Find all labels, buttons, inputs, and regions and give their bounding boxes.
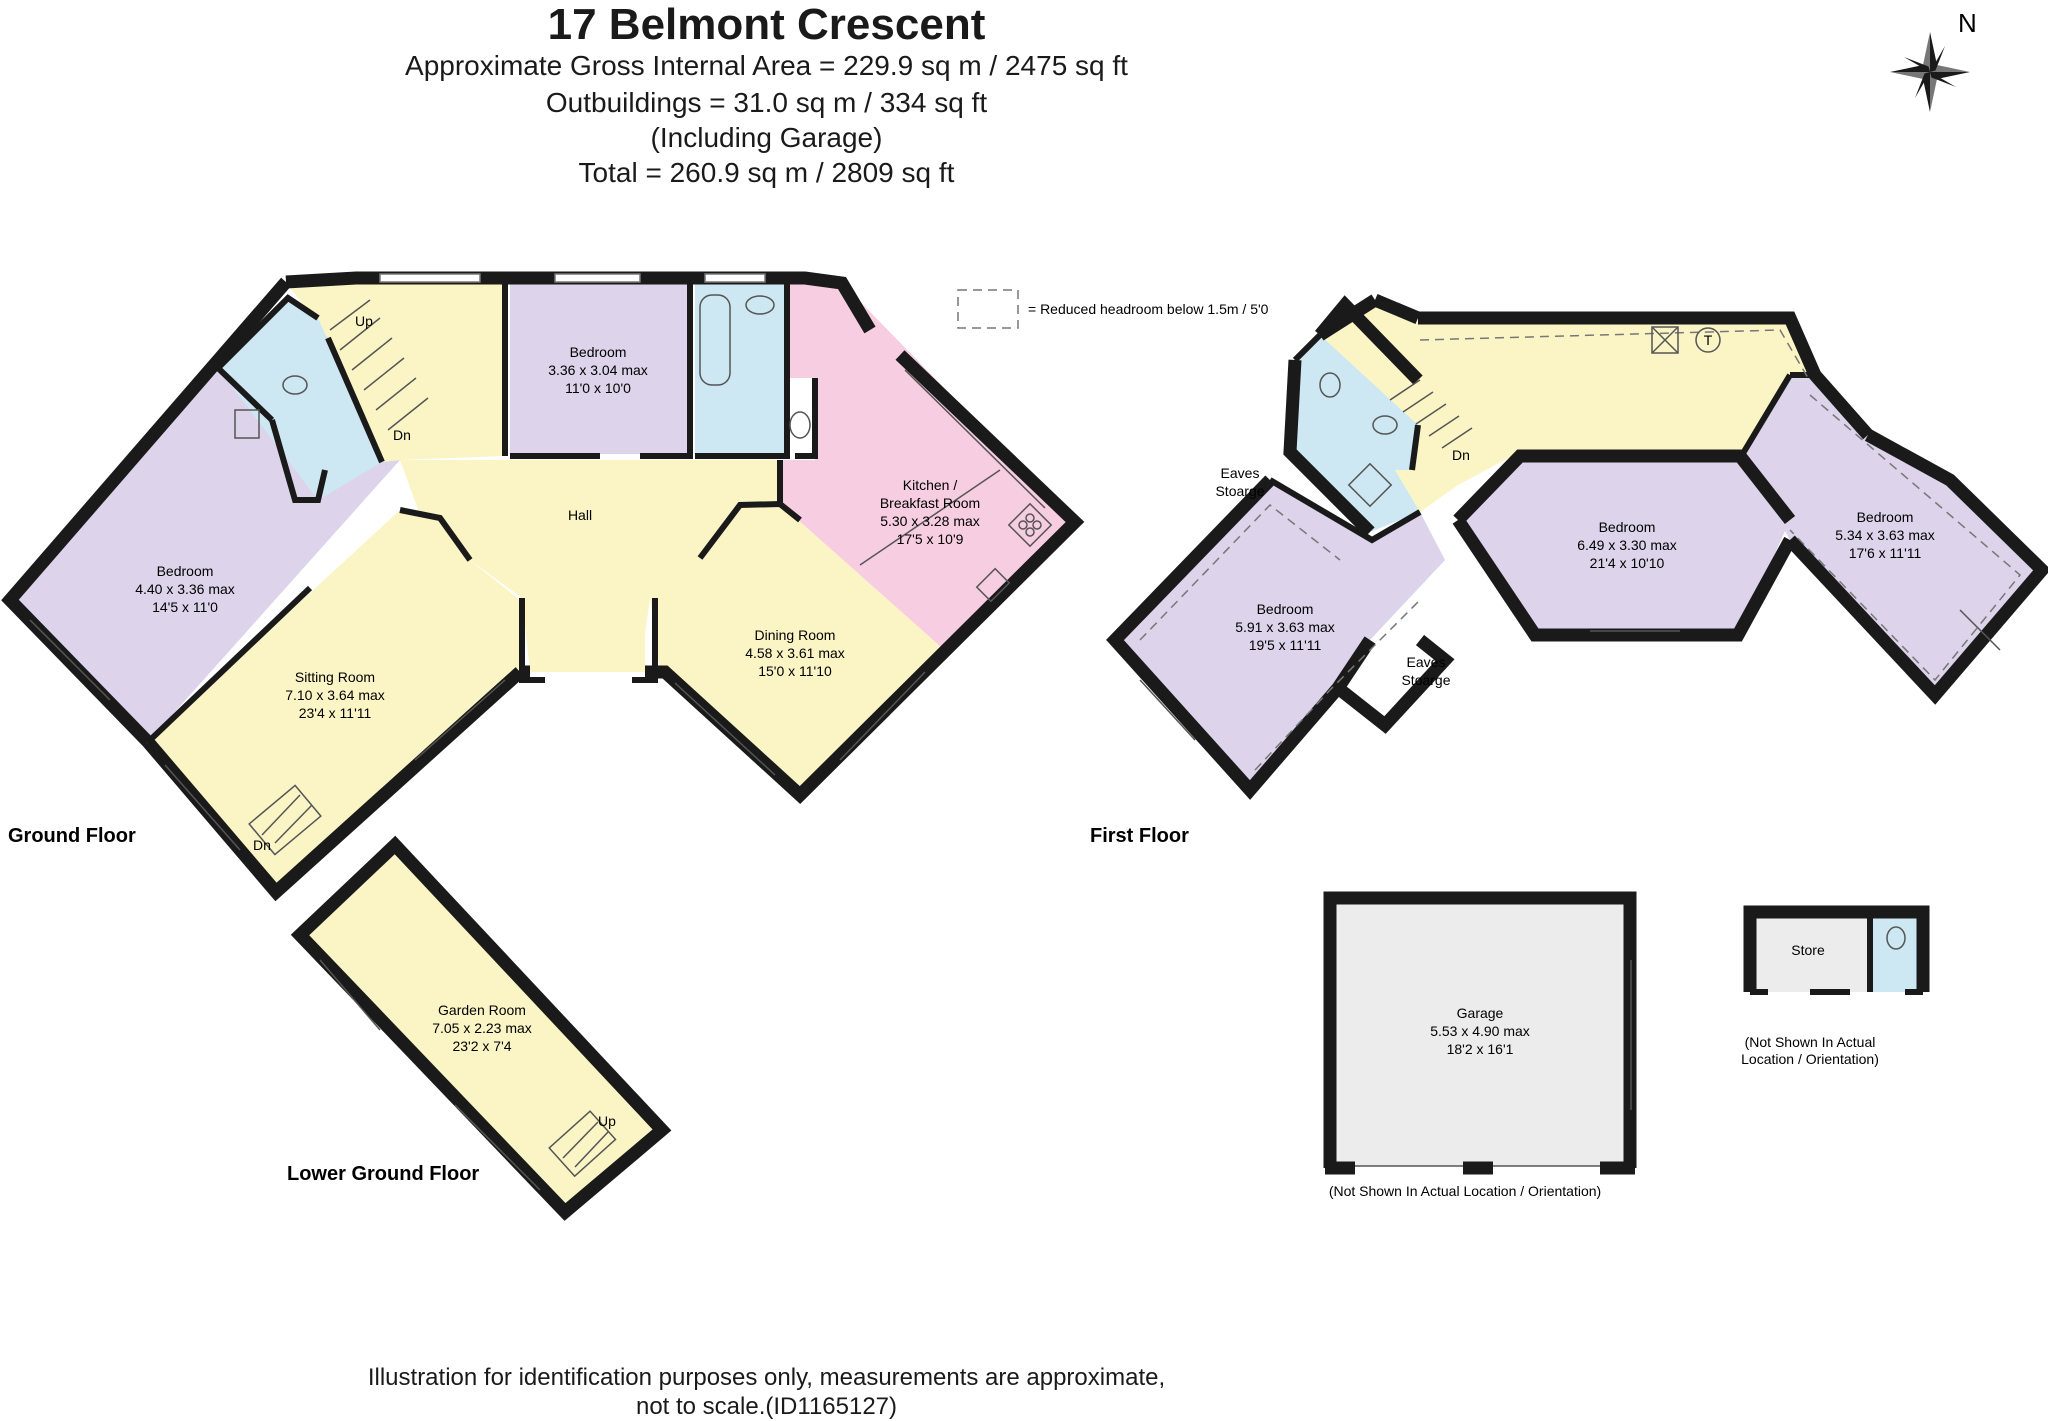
kitchen-imperial: 17'5 x 10'9 [897, 531, 964, 547]
ground-bathroom-top-fill [695, 283, 787, 454]
gross-internal-area: Approximate Gross Internal Area = 229.9 … [405, 50, 1128, 81]
garden-room-stairs-up [548, 1110, 617, 1178]
bedroom-top-metric: 3.36 x 3.04 max [548, 362, 648, 378]
toilet-icon-left [282, 375, 308, 395]
store-toilet-icon [1886, 926, 1906, 950]
legend: = Reduced headroom below 1.5m / 5'0 [957, 289, 1269, 329]
dining-room-metric: 4.58 x 3.61 max [745, 645, 845, 661]
ground-bedroom-top-fill [510, 283, 690, 454]
sitting-stairs-dn-label: Dn [253, 837, 271, 853]
sitting-room-imperial: 23'4 x 11'11 [299, 705, 372, 721]
loft-hatch-icon [1651, 326, 1679, 354]
bedroom-left-metric: 4.40 x 3.36 max [135, 581, 235, 597]
bedroom-top-name: Bedroom [570, 344, 627, 360]
porch-fill [530, 600, 645, 672]
kitchen-hob-icon [1007, 502, 1053, 548]
sitting-room-fill [148, 510, 520, 892]
ground-floor-plan: Bedroom 3.36 x 3.04 max 11'0 x 10'0 Kitc… [1, 271, 1085, 902]
outbuildings-area: Outbuildings = 31.0 sq m / 334 sq ft [545, 87, 988, 118]
kitchen-name2: Breakfast Room [880, 495, 980, 511]
first-bedroom-right-name: Bedroom [1857, 509, 1914, 525]
first-stairs-down [1389, 379, 1473, 449]
first-shower-icon [1347, 462, 1393, 508]
first-landing-fill [1320, 300, 1815, 512]
first-floor-label: First Floor [1090, 825, 1189, 847]
water-tank-icon [1695, 327, 1721, 353]
ground-stairs-dn-label: Dn [393, 427, 411, 443]
first-toilet-icon [1319, 372, 1341, 398]
kitchen-fill [780, 283, 1075, 648]
disclaimer-line1: Illustration for identification purposes… [367, 1364, 1166, 1391]
garden-room-fill [300, 845, 662, 1212]
eaves-storage-2-line2: Stoarge [1401, 672, 1450, 688]
first-bedroom-left-metric: 5.91 x 3.63 max [1235, 619, 1335, 635]
garage-imperial: 18'2 x 16'1 [1447, 1041, 1514, 1057]
sitting-room-name: Sitting Room [295, 669, 375, 685]
reduced-headroom-swatch [957, 289, 1019, 329]
first-bedroom-mid-metric: 6.49 x 3.30 max [1577, 537, 1677, 553]
page-title: 17 Belmont Crescent [547, 0, 986, 49]
first-bedroom-left-name: Bedroom [1257, 601, 1314, 617]
bedroom-left-name: Bedroom [157, 563, 214, 579]
eaves-storage-1-line2: Stoarge [1215, 483, 1264, 499]
store-note-line2: Location / Orientation) [1741, 1051, 1879, 1067]
garden-room-metric: 7.05 x 2.23 max [432, 1020, 532, 1036]
disclaimer-line2: not to scale.(ID1165127) [635, 1393, 898, 1420]
compass-north-label: N [1958, 8, 1977, 38]
reduced-headroom-text: = Reduced headroom below 1.5m / 5'0 [1028, 301, 1269, 317]
first-bedroom-mid-name: Bedroom [1599, 519, 1656, 535]
garden-room-imperial: 23'2 x 7'4 [452, 1038, 511, 1054]
first-bedroom-right-metric: 5.34 x 3.63 max [1835, 527, 1935, 543]
store-plan: Store (Not Shown In Actual Location / Or… [1741, 905, 1930, 1067]
first-basin-icon [1372, 415, 1398, 435]
first-bedroom-left-imperial: 19'5 x 11'11 [1249, 637, 1322, 653]
first-bedroom-right-imperial: 17'6 x 11'11 [1849, 545, 1922, 561]
first-bedroom-mid-imperial: 21'4 x 10'10 [1590, 555, 1665, 571]
sitting-room-metric: 7.10 x 3.64 max [285, 687, 385, 703]
ground-floor-label: Ground Floor [8, 825, 136, 847]
sitting-room-stairs-down [248, 784, 322, 856]
ground-stairs-up [329, 299, 429, 431]
first-bedroom-right-fill [1742, 372, 2042, 695]
dining-room-imperial: 15'0 x 11'10 [758, 663, 832, 679]
store-fill [1750, 912, 1870, 992]
bedroom-top-imperial: 11'0 x 10'0 [565, 380, 631, 396]
ground-bathroom-left-fill [218, 298, 382, 500]
dining-room-name: Dining Room [755, 627, 836, 643]
garage-orientation-note: (Not Shown In Actual Location / Orientat… [1329, 1183, 1601, 1199]
kitchen-metric: 5.30 x 3.28 max [880, 513, 980, 529]
total-area: Total = 260.9 sq m / 2809 sq ft [578, 157, 955, 188]
compass-icon [1890, 32, 1970, 112]
bedroom-left-imperial: 14'5 x 11'0 [152, 599, 218, 615]
garage-name: Garage [1457, 1005, 1504, 1021]
ground-stairs-up-label: Up [355, 313, 373, 329]
bathtub-icon [699, 294, 731, 386]
eaves-storage-1-line1: Eaves [1221, 465, 1260, 481]
garage-plan: Garage 5.53 x 4.90 max 18'2 x 16'1 (Not … [1323, 891, 1637, 1199]
first-floor-plan: T Bedroom 5.91 x 3.63 max 19'5 x 11'11 B… [1090, 294, 2048, 847]
eaves-storage-2-line1: Eaves [1407, 654, 1446, 670]
store-wc-fill [1870, 912, 1920, 992]
garden-stairs-up-label: Up [598, 1113, 616, 1129]
store-name: Store [1791, 942, 1825, 958]
garage-metric: 5.53 x 4.90 max [1430, 1023, 1530, 1039]
water-tank-label: T [1704, 332, 1713, 348]
garage-fill [1330, 898, 1630, 1166]
store-note-line1: (Not Shown In Actual [1745, 1034, 1876, 1050]
including-garage-note: (Including Garage) [650, 122, 883, 153]
hall-name: Hall [568, 507, 592, 523]
lower-ground-floor-label: Lower Ground Floor [287, 1163, 479, 1185]
ground-stair-fill [286, 278, 505, 462]
first-bedroom-mid-fill [1458, 456, 1790, 635]
kitchen-sink-icon [975, 567, 1011, 603]
hall-fill [400, 460, 780, 672]
kitchen-name: Kitchen / [903, 477, 958, 493]
first-stairs-dn-label: Dn [1452, 447, 1470, 463]
basin-icon [745, 295, 775, 315]
lower-ground-floor-plan: Garden Room 7.05 x 2.23 max 23'2 x 7'4 U… [287, 835, 672, 1221]
basin-icon-left [234, 409, 260, 439]
toilet-icon [789, 411, 811, 439]
garden-room-name: Garden Room [438, 1002, 526, 1018]
